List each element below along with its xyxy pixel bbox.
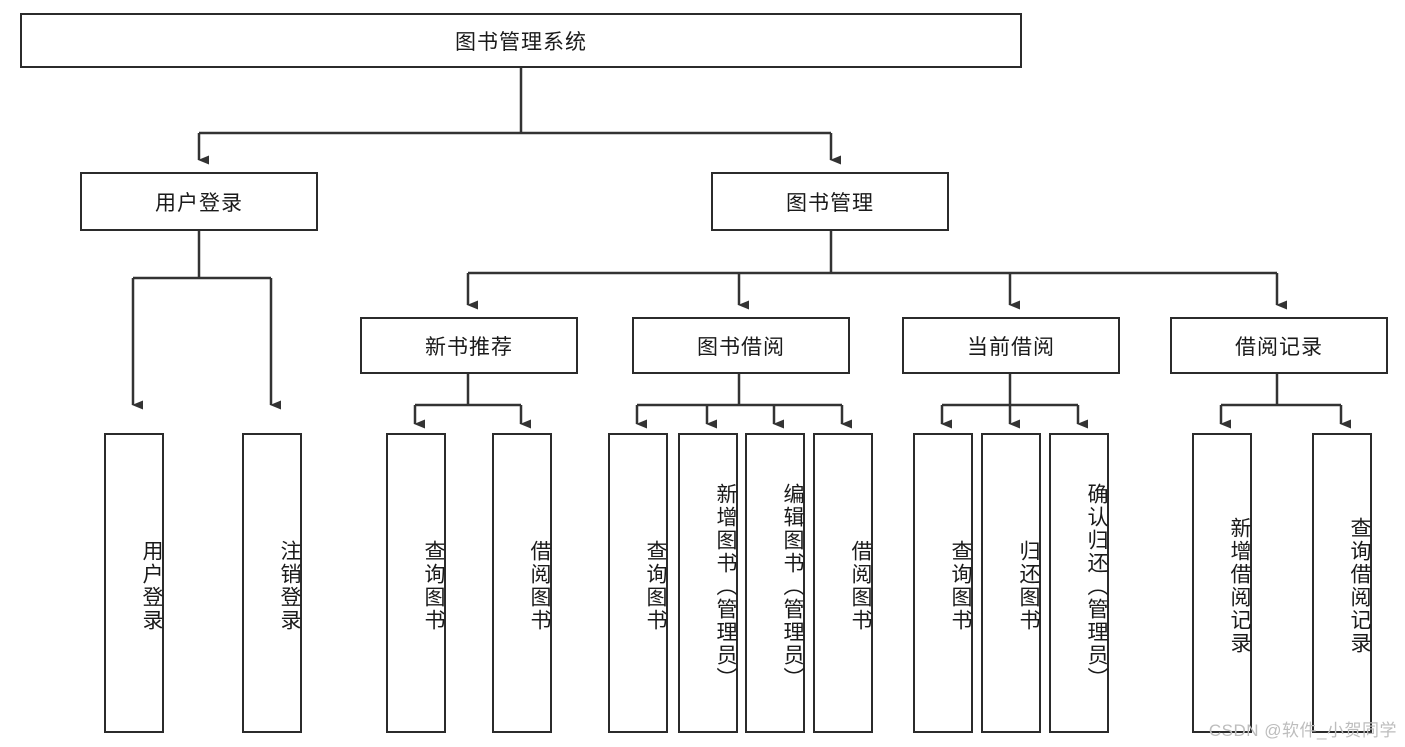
leaf-label: 用户登录 [140,540,163,632]
leaf-label: 新增图书（管理员） [714,482,737,690]
leaf-record-query-record[interactable]: 查询借阅记录 [1312,433,1372,733]
leaf-label: 确认归还（管理员） [1085,482,1108,690]
leaf-current-return-book[interactable]: 归还图书 [981,433,1041,733]
leaf-label: 归还图书 [1017,540,1040,632]
leaf-user-login-logout[interactable]: 注销登录 [242,433,302,733]
node-borrow-record-label: 借阅记录 [1235,335,1323,359]
leaf-borrow-add-book-admin[interactable]: 新增图书（管理员） [678,433,738,733]
leaf-current-confirm-return-admin[interactable]: 确认归还（管理员） [1049,433,1109,733]
leaf-current-query-book[interactable]: 查询图书 [913,433,973,733]
leaf-record-add-record[interactable]: 新增借阅记录 [1192,433,1252,733]
node-user-login-label: 用户登录 [155,191,243,215]
leaf-borrow-borrow-book[interactable]: 借阅图书 [813,433,873,733]
leaf-label: 借阅图书 [849,540,872,632]
leaf-label: 新增借阅记录 [1228,517,1251,655]
leaf-label: 查询借阅记录 [1348,517,1371,655]
leaf-new-book-query-book[interactable]: 查询图书 [386,433,446,733]
leaf-label: 借阅图书 [528,540,551,632]
node-root[interactable]: 图书管理系统 [20,13,1022,68]
node-borrow-record[interactable]: 借阅记录 [1170,317,1388,374]
node-book-management-label: 图书管理 [786,191,874,215]
leaf-label: 查询图书 [422,540,445,632]
node-new-book-recommend[interactable]: 新书推荐 [360,317,578,374]
node-new-book-recommend-label: 新书推荐 [425,335,513,359]
node-book-borrow-label: 图书借阅 [697,335,785,359]
leaf-label: 查询图书 [949,540,972,632]
leaf-borrow-query-book[interactable]: 查询图书 [608,433,668,733]
leaf-label: 查询图书 [644,540,667,632]
node-root-label: 图书管理系统 [455,30,587,54]
node-book-borrow[interactable]: 图书借阅 [632,317,850,374]
leaf-label: 注销登录 [278,540,301,632]
leaf-user-login-login[interactable]: 用户登录 [104,433,164,733]
watermark-text: CSDN @软件_小贺同学 [1208,721,1397,740]
leaf-label: 编辑图书（管理员） [781,482,804,690]
node-current-borrow[interactable]: 当前借阅 [902,317,1120,374]
node-current-borrow-label: 当前借阅 [967,335,1055,359]
leaf-borrow-edit-book-admin[interactable]: 编辑图书（管理员） [745,433,805,733]
leaf-new-book-borrow-book[interactable]: 借阅图书 [492,433,552,733]
node-user-login[interactable]: 用户登录 [80,172,318,231]
node-book-management[interactable]: 图书管理 [711,172,949,231]
